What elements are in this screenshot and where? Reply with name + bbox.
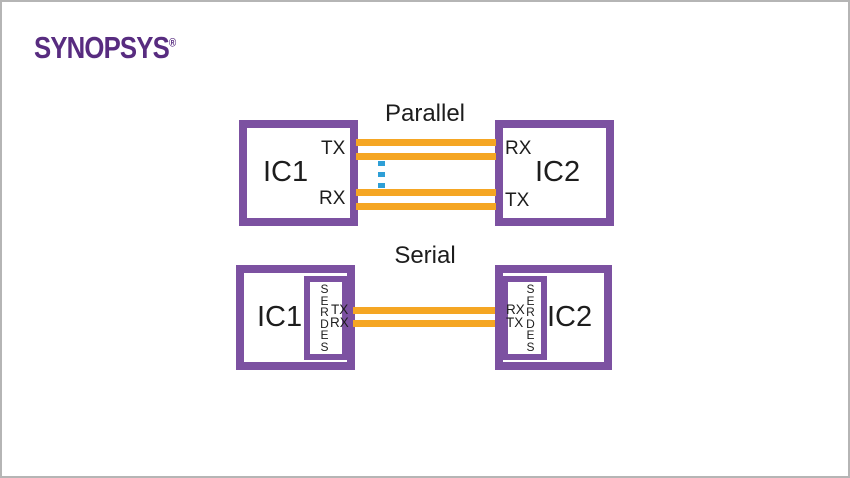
serial-ic1-label: IC1: [257, 301, 303, 333]
parallel-wire: [356, 153, 496, 160]
registered-trademark-icon: ®: [168, 35, 177, 50]
parallel-ic1-rx-label: RX: [319, 188, 346, 209]
parallel-ic2-tx-label: TX: [505, 190, 530, 211]
parallel-ic1-tx-label: TX: [321, 138, 346, 159]
serial-ic2-serdes-box: [502, 276, 547, 360]
serial-title: Serial: [394, 242, 456, 269]
serial-wire: [353, 307, 495, 314]
serial-ic2-rx-label: RX: [506, 302, 525, 317]
serial-ic1-serdes-label: SERDES: [320, 282, 329, 354]
wire-ellipsis-dot: [378, 161, 385, 166]
serial-ic2-tx-label: TX: [506, 315, 524, 330]
serial-ic1-serdes-box: [304, 276, 348, 360]
parallel-ic2-label: IC2: [535, 156, 581, 188]
wire-ellipsis-dot: [378, 183, 385, 188]
serial-ic2-label: IC2: [547, 301, 593, 333]
parallel-ic2-box: [495, 120, 614, 226]
parallel-wire: [356, 139, 496, 146]
parallel-ic1-label: IC1: [263, 156, 309, 188]
serial-ic1-rx-label: RX: [330, 315, 349, 330]
synopsys-logo: SYNOPSYS®: [34, 30, 176, 66]
parallel-ic1-box: [239, 120, 358, 226]
parallel-wire: [356, 203, 496, 210]
serial-ic2-serdes-label: SERDES: [526, 282, 535, 354]
parallel-ic2-rx-label: RX: [505, 138, 532, 159]
parallel-wire: [356, 189, 496, 196]
serial-wire: [353, 320, 495, 327]
synopsys-logo-text: SYNOPSYS: [34, 30, 170, 65]
parallel-title: Parallel: [384, 100, 466, 127]
wire-ellipsis-dot: [378, 172, 385, 177]
serial-ic1-tx-label: TX: [331, 302, 349, 317]
